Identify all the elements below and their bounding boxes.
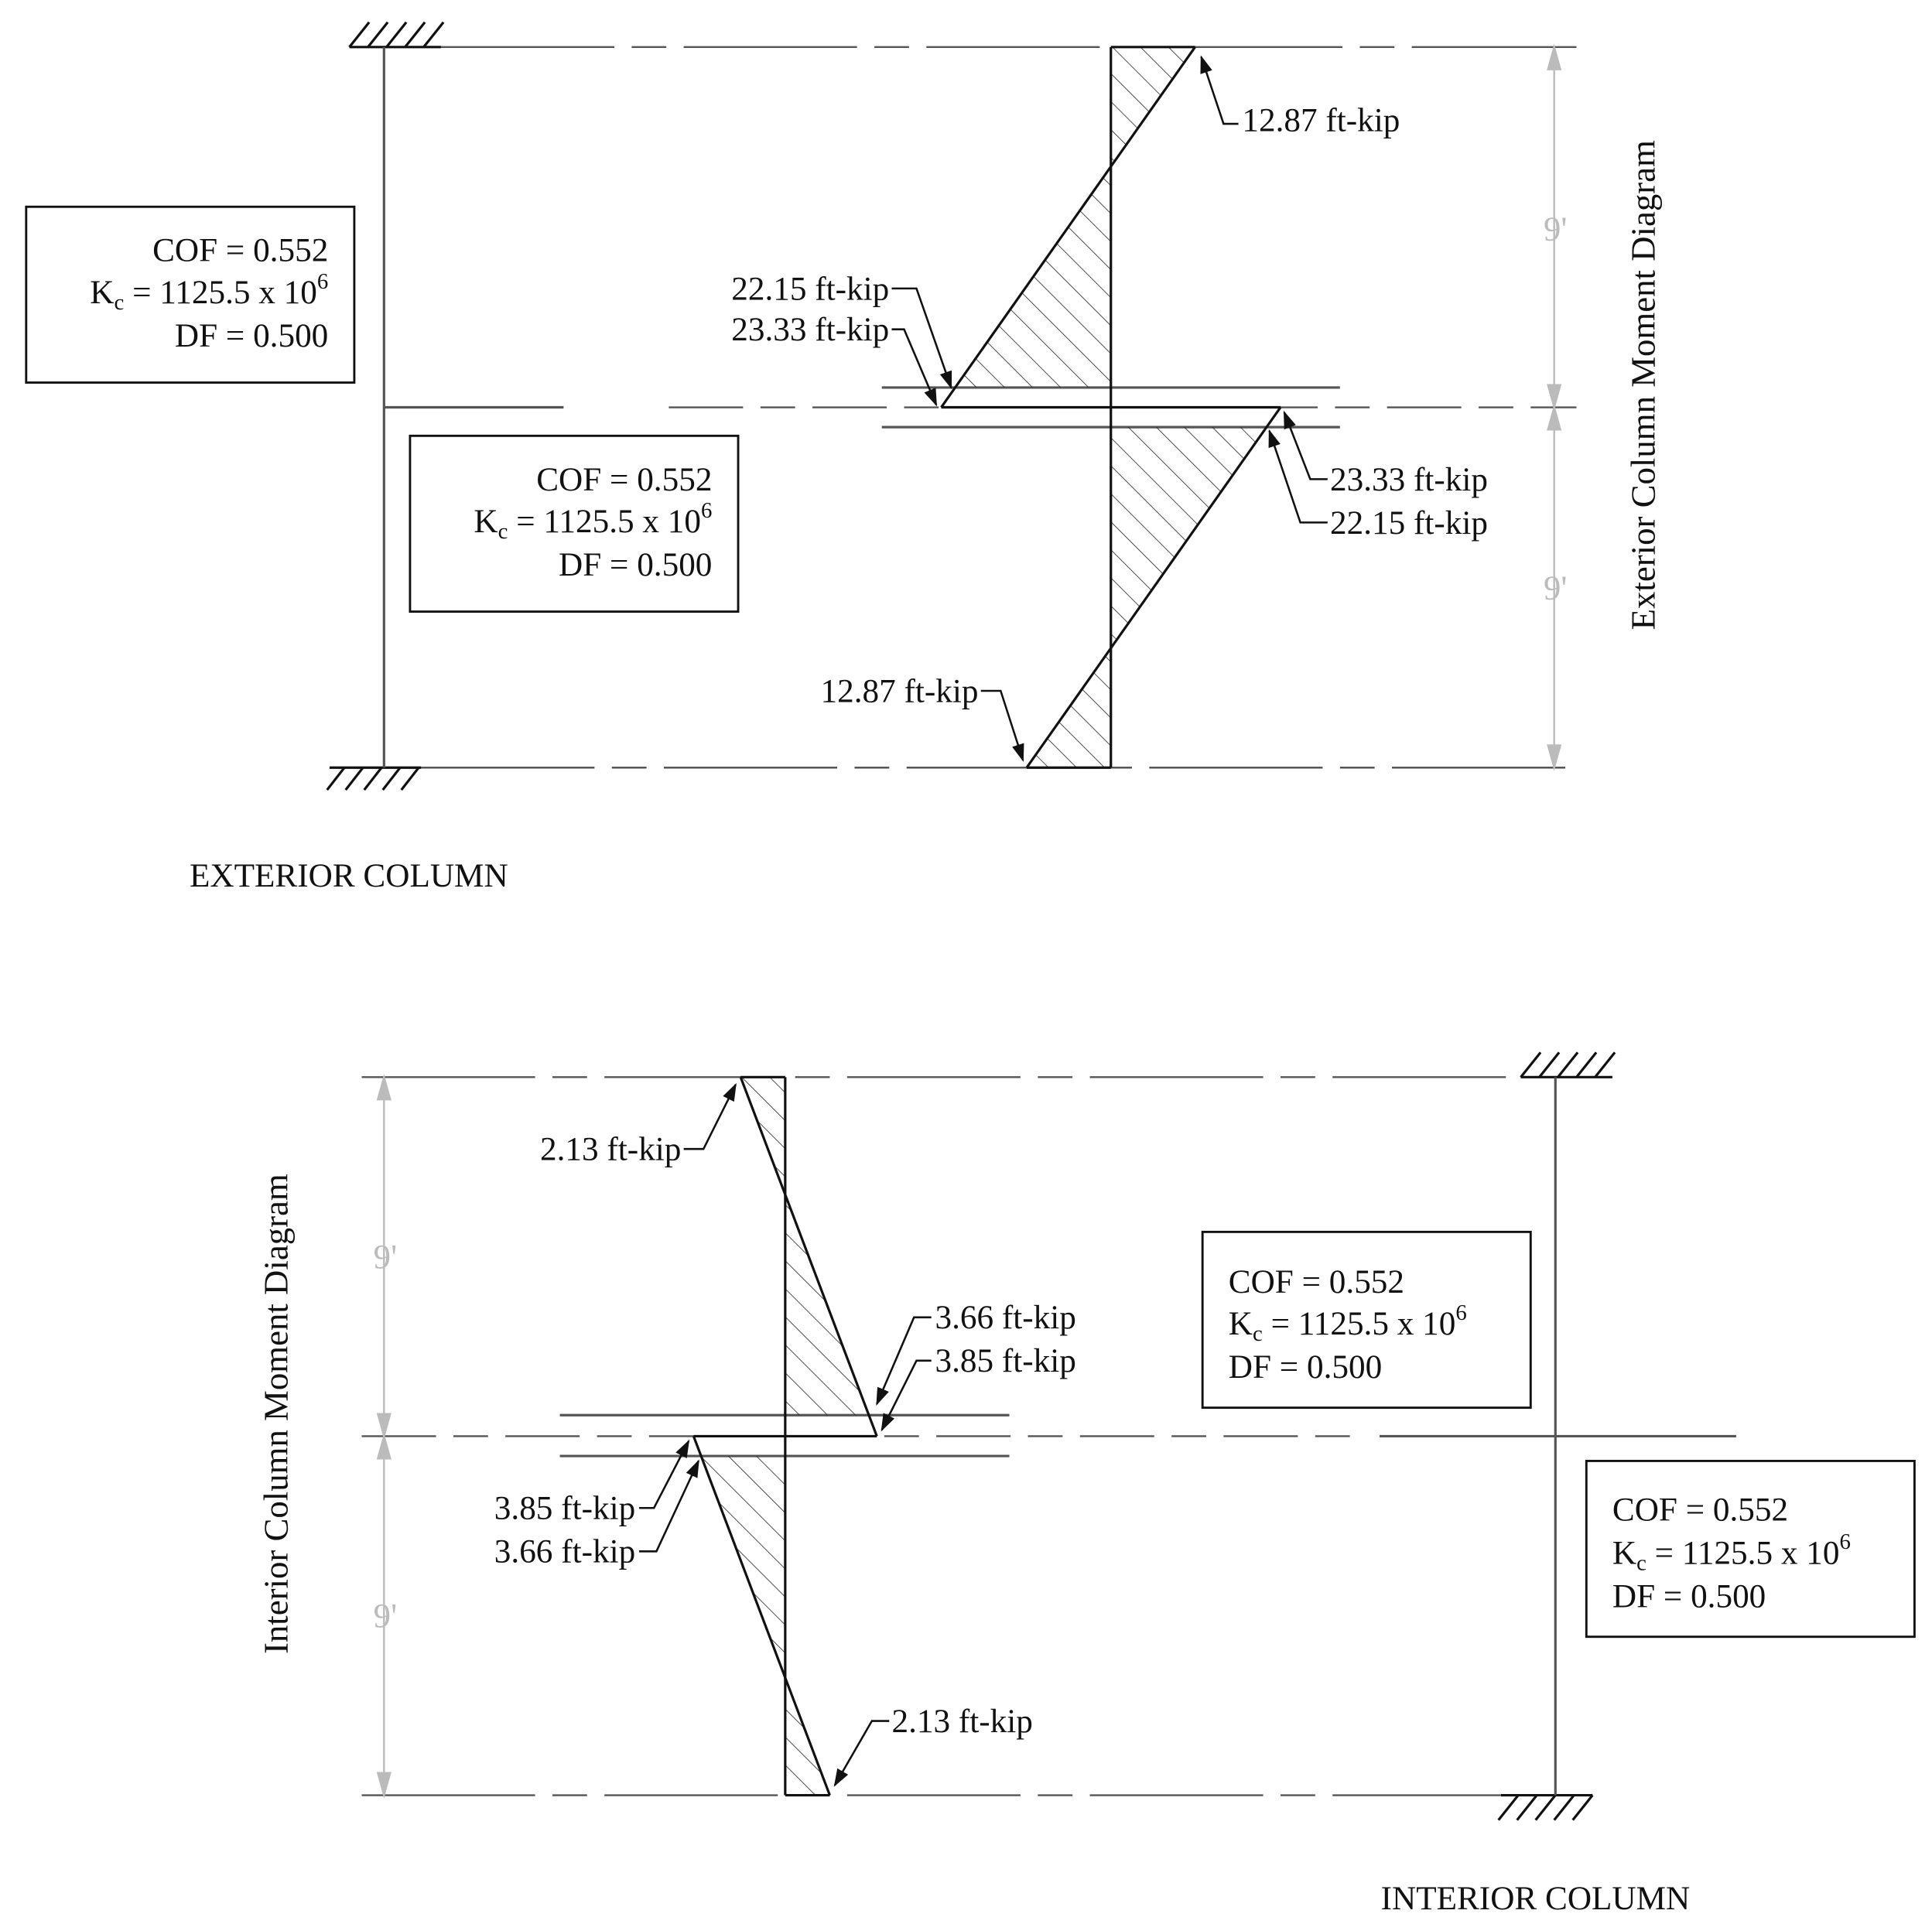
interior-top-fixed-support [1520, 1051, 1616, 1078]
exterior-column-title: EXTERIOR COLUMN [190, 857, 508, 894]
interior-leader-joint-upper-a [876, 1316, 932, 1406]
interior-moment-joint-lower-a-label: 3.85 ft-kip [494, 1490, 635, 1527]
exterior-leader-bottom [980, 689, 1024, 762]
exterior-leader-top [1200, 55, 1239, 125]
interior-upper-kc: Kc = 1125.5 x 106 [1229, 1300, 1467, 1346]
exterior-upper-cof: COF = 0.552 [152, 232, 328, 269]
interior-leader-bottom [833, 1720, 890, 1787]
exterior-diagram-label: Exterior Column Moment Diagram [1623, 140, 1662, 630]
exterior-bottom-fixed-support [326, 766, 422, 791]
exterior-lower-properties-box [409, 434, 740, 613]
interior-moment-diagram-outline [692, 1075, 878, 1797]
exterior-top-fixed-support [348, 21, 445, 49]
exterior-moment-joint-lower-b-label: 22.15 ft-kip [1330, 504, 1488, 542]
exterior-moment-top-label: 12.87 ft-kip [1242, 102, 1400, 139]
interior-moment-joint-upper-a-label: 3.66 ft-kip [935, 1299, 1075, 1336]
exterior-lower-df: DF = 0.500 [559, 546, 712, 583]
interior-moment-joint-upper-b-label: 3.85 ft-kip [935, 1342, 1075, 1379]
interior-dim-lower: 9' [374, 1596, 397, 1635]
interior-dimension-line [376, 1073, 392, 1799]
interior-lower-df: DF = 0.500 [1612, 1577, 1766, 1615]
interior-moment-bottom-label: 2.13 ft-kip [891, 1703, 1032, 1740]
interior-leader-top [683, 1082, 737, 1150]
exterior-column-group: 9' 9' COF = 0.552 Kc = 1125.5 x 106 DF =… [25, 21, 1662, 894]
exterior-moment-joint-upper-b-label: 23.33 ft-kip [731, 311, 889, 348]
interior-column-title: INTERIOR COLUMN [1381, 1880, 1691, 1917]
interior-upper-df: DF = 0.500 [1229, 1348, 1382, 1386]
exterior-leader-joint-upper-a [891, 287, 952, 390]
exterior-upper-properties-box [25, 205, 356, 384]
exterior-moment-diagram-outline [940, 46, 1282, 769]
exterior-upper-kc: Kc = 1125.5 x 106 [90, 269, 328, 315]
exterior-leader-joint-lower-b [1268, 429, 1328, 524]
exterior-lower-kc: Kc = 1125.5 x 106 [474, 498, 712, 544]
exterior-upper-df: DF = 0.500 [175, 317, 328, 354]
interior-leader-joint-upper-b [881, 1359, 932, 1432]
exterior-dim-lower: 9' [1544, 569, 1567, 607]
interior-lower-properties-box [1585, 1460, 1916, 1639]
interior-moment-top-label: 2.13 ft-kip [540, 1131, 681, 1168]
exterior-lower-cof: COF = 0.552 [536, 461, 712, 498]
interior-lower-kc: Kc = 1125.5 x 106 [1612, 1529, 1851, 1575]
exterior-moment-bottom-label: 12.87 ft-kip [821, 672, 979, 709]
exterior-moment-joint-lower-a-label: 23.33 ft-kip [1330, 461, 1488, 498]
interior-leader-joint-lower-b [638, 1459, 699, 1553]
interior-lower-cof: COF = 0.552 [1612, 1491, 1788, 1528]
exterior-dimension-line [1547, 43, 1562, 771]
exterior-leader-joint-lower-a [1283, 410, 1328, 480]
interior-moment-joint-lower-b-label: 3.66 ft-kip [494, 1533, 635, 1570]
interior-bottom-fixed-support [1497, 1793, 1594, 1821]
exterior-dim-upper: 9' [1544, 209, 1567, 248]
interior-leader-joint-lower-a [638, 1439, 690, 1509]
exterior-moment-joint-upper-a-label: 22.15 ft-kip [731, 270, 889, 307]
interior-upper-cof: COF = 0.552 [1229, 1263, 1404, 1300]
exterior-leader-joint-upper-b [891, 328, 938, 407]
interior-dim-upper: 9' [374, 1237, 397, 1276]
interior-diagram-label: Interior Column Moment Diagram [256, 1174, 295, 1654]
interior-upper-properties-box [1201, 1230, 1532, 1410]
interior-column-group: 9' 9' COF = 0.552 Kc = 1125.5 x 106 DF =… [256, 1051, 1916, 1917]
